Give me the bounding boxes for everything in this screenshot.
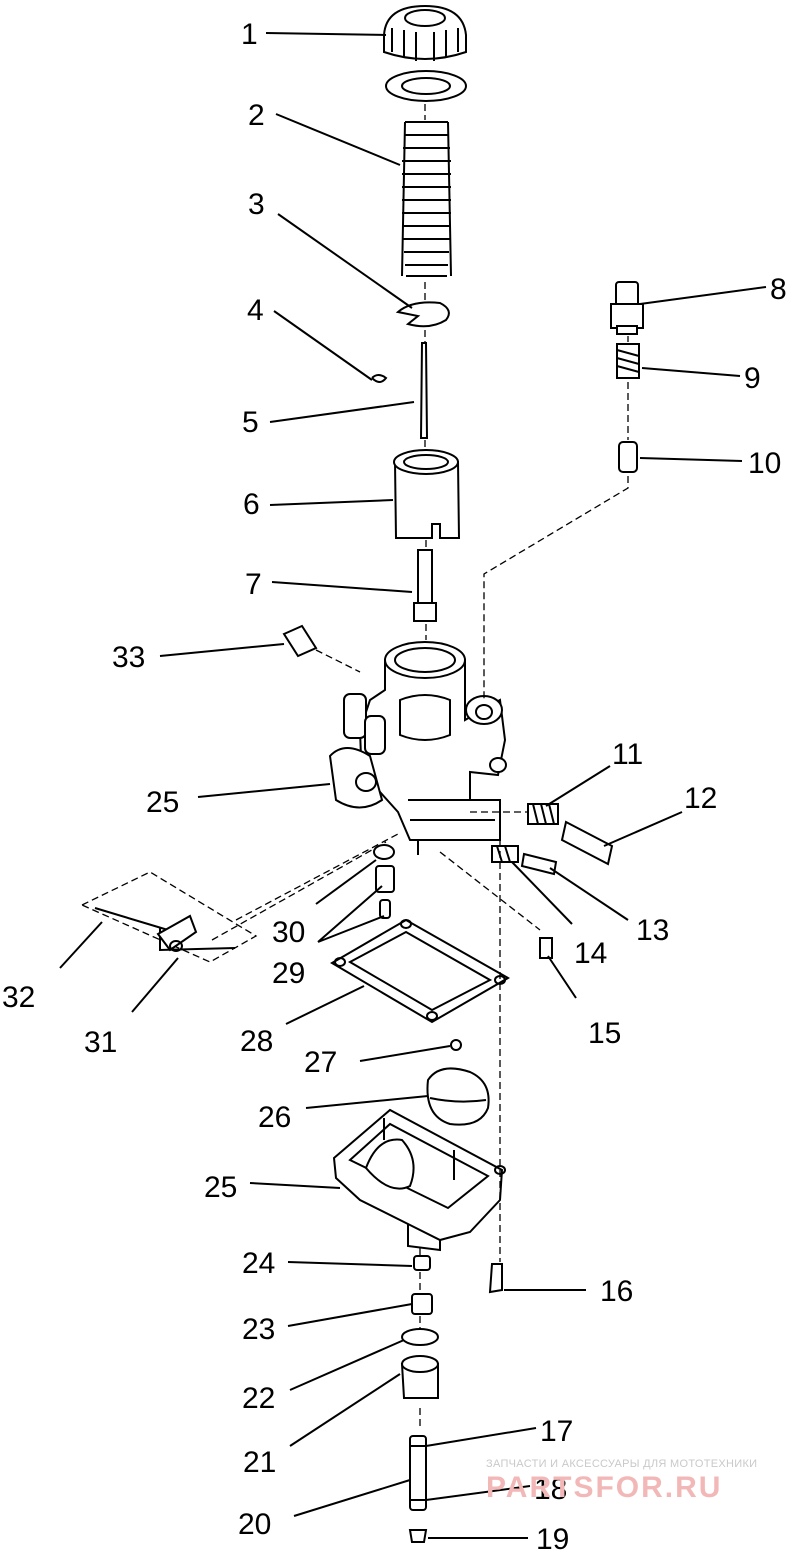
part-4-e-clip [371, 374, 388, 383]
carburetor-body [328, 641, 507, 855]
part-26-float [426, 1067, 490, 1126]
callout-23: 23 [242, 1313, 275, 1346]
part-33-fuel-fitting [282, 624, 318, 658]
watermark-logo: PARTSFOR.RU [486, 1471, 722, 1504]
part-28-gasket [330, 918, 511, 1024]
part-5-jet-needle [419, 342, 429, 439]
callout-30: 30 [272, 916, 305, 949]
assembly-line-vent [211, 833, 399, 941]
part-15-small-screw [539, 937, 553, 959]
callout-11: 11 [612, 738, 643, 771]
callout-12: 12 [684, 782, 717, 815]
part-17-tube [409, 1435, 427, 1511]
part-31-clamp [156, 914, 198, 952]
part-24-nut [413, 1255, 431, 1271]
leader-lines [59, 32, 767, 1539]
callout-1: 1 [241, 18, 258, 51]
callout-25-carb-body: 25 [146, 786, 179, 819]
part-29-jet-holder [375, 865, 395, 919]
callout-14: 14 [574, 937, 607, 970]
callout-15: 15 [588, 1017, 621, 1050]
callout-26: 26 [258, 1101, 291, 1134]
callout-9: 9 [744, 362, 761, 395]
callout-33: 33 [112, 641, 145, 674]
parts-layer [80, 4, 644, 1543]
callout-28: 28 [240, 1025, 273, 1058]
callout-labels: 1 2 3 4 5 6 7 8 9 10 11 12 13 14 15 16 1… [2, 18, 787, 1550]
part-19-plug [408, 1529, 428, 1543]
part-1-washer [385, 70, 467, 102]
callout-17: 17 [540, 1415, 573, 1448]
part-16-bowl-screw [488, 1263, 503, 1294]
part-3-clip-plate [395, 301, 450, 328]
part-30-main-jet [373, 844, 395, 860]
part-8-screw [610, 281, 644, 335]
callout-20: 20 [238, 1508, 271, 1541]
callout-31: 31 [84, 1026, 117, 1059]
watermark-tagline: ЗАПЧАСТИ И АКСЕССУАРЫ ДЛЯ МОТОТЕХНИКИ [486, 1458, 757, 1470]
callout-27: 27 [304, 1046, 337, 1079]
callout-6: 6 [243, 488, 260, 521]
part-27-needle-valve [450, 1039, 462, 1051]
callout-32: 32 [2, 981, 35, 1014]
part-25-float-bowl [332, 1108, 506, 1252]
callout-5: 5 [242, 406, 259, 439]
callout-25-float-bowl: 25 [204, 1171, 237, 1204]
watermark: ЗАПЧАСТИ И АКСЕССУАРЫ ДЛЯ МОТОТЕХНИКИ PA… [486, 1458, 757, 1504]
callout-13: 13 [636, 914, 669, 947]
assembly-line-10 [483, 336, 629, 700]
assembly-line-33 [315, 649, 361, 673]
callout-10: 10 [748, 447, 781, 480]
callout-3: 3 [248, 188, 265, 221]
part-22-o-ring [401, 1328, 439, 1346]
part-2-spring [401, 121, 452, 277]
callout-21: 21 [243, 1446, 276, 1479]
callout-8: 8 [770, 273, 787, 306]
callout-22: 22 [242, 1382, 275, 1415]
assembly-line-15 [439, 851, 541, 931]
callout-19: 19 [536, 1523, 569, 1550]
callout-29: 29 [272, 957, 305, 990]
callout-7: 7 [245, 568, 262, 601]
callout-2: 2 [248, 99, 265, 132]
callout-24: 24 [242, 1247, 275, 1280]
part-9-spring [616, 343, 640, 379]
part-1-top-cap [383, 4, 467, 61]
part-10-jet [618, 441, 638, 473]
part-12-idle-screw [560, 820, 614, 866]
part-21-drain-plug [400, 1355, 439, 1399]
part-7-needle-jet [413, 549, 437, 622]
callout-16: 16 [600, 1275, 633, 1308]
part-13-spring [491, 845, 519, 863]
part-11-spring [527, 803, 559, 825]
assembly-line-needle [424, 104, 427, 640]
part-14-pilot-screw [520, 852, 558, 876]
part-6-throttle-slide [393, 449, 461, 539]
callout-4: 4 [247, 294, 264, 327]
callout-18: 18 [534, 1473, 567, 1506]
part-23-pilot-jet [411, 1293, 433, 1315]
